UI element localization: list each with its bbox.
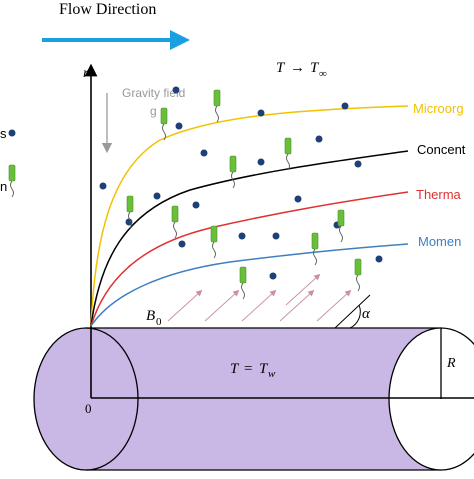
magnetic-arrow — [316, 289, 352, 322]
microorganism-curve — [90, 105, 409, 327]
microorganism — [160, 107, 168, 141]
nanoparticle-dot — [257, 109, 265, 117]
nanoparticle-dot — [341, 102, 349, 110]
nanoparticle-dot — [153, 192, 161, 200]
boundary-layer-curves — [90, 105, 409, 327]
microorganism — [126, 195, 134, 229]
alpha-ray — [334, 294, 371, 329]
thermal-curve — [90, 191, 409, 327]
nanoparticles — [8, 86, 383, 280]
origin-label: 0 — [85, 401, 92, 416]
nanoparticle-dot — [294, 195, 302, 203]
legend-nanoparticle-fragment: s — [0, 126, 7, 141]
nanoparticle-dot — [178, 240, 186, 248]
thermal-label: Therma — [416, 187, 462, 202]
magnetic-field-arrows — [167, 273, 352, 322]
flow-direction-label: Flow Direction — [59, 1, 156, 18]
magnetic-B: B — [146, 308, 155, 324]
nanoparticle-dot — [99, 182, 107, 190]
alpha-arc — [349, 304, 361, 329]
momentum-label: Momen — [418, 234, 461, 249]
nanoparticle-dot — [125, 218, 133, 226]
microorganism — [210, 225, 218, 259]
magnetic-arrow — [241, 289, 277, 322]
nanoparticle-dot — [172, 86, 180, 94]
wall-Tw: T — [259, 361, 269, 377]
r-axis-label: r — [83, 66, 89, 81]
far-temp-arrow: → — [290, 60, 305, 76]
microorganism — [8, 164, 16, 198]
microorganism — [311, 232, 319, 266]
nanoparticle-dot — [200, 149, 208, 157]
radius-label: R — [446, 356, 456, 371]
magnetic-arrow — [279, 289, 315, 322]
nanoparticle-dot — [354, 160, 362, 168]
nanoparticle-dot — [238, 232, 246, 240]
far-temp-Tinf: T — [310, 60, 320, 76]
wall-temperature: T = T w — [230, 361, 276, 380]
wall-eq: = — [244, 361, 252, 377]
momentum-curve — [90, 243, 409, 327]
far-field-temperature: T → T ∞ — [276, 60, 327, 80]
magnetic-arrow — [204, 289, 240, 322]
microorganisms — [8, 89, 362, 300]
nanoparticle-dot — [315, 135, 323, 143]
microorganism-label: Microorg — [413, 101, 464, 116]
magnetic-arrow — [167, 289, 203, 322]
legend-microorganism-fragment: n — [0, 179, 7, 194]
magnetic-arrow — [285, 273, 321, 306]
wall-T: T — [230, 361, 240, 377]
microorganism — [171, 205, 179, 239]
microorganism — [229, 155, 237, 189]
microorganism — [284, 137, 292, 171]
nanoparticle-dot — [8, 129, 16, 137]
nanoparticle-dot — [257, 158, 265, 166]
magnetic-sub: 0 — [156, 316, 162, 328]
nanoparticle-dot — [375, 255, 383, 263]
microorganism — [239, 266, 247, 300]
magnetic-field-label: B 0 — [146, 308, 162, 328]
nanoparticle-dot — [272, 232, 280, 240]
cylinder-left-cap — [33, 327, 139, 471]
microorganism — [354, 258, 362, 292]
gravity-g-label: g — [150, 104, 157, 118]
wall-sub: w — [268, 368, 276, 380]
nanoparticle-dot — [269, 272, 277, 280]
cylinder — [33, 327, 474, 471]
concentration-curve — [90, 150, 409, 327]
nanoparticle-dot — [175, 122, 183, 130]
cylinder-body — [86, 328, 441, 470]
far-temp-inf-sub: ∞ — [319, 68, 327, 80]
nanoparticle-dot — [192, 201, 200, 209]
alpha-label: α — [362, 306, 371, 322]
gravity-field-label: Gravity field — [122, 86, 185, 100]
concentration-label: Concent — [417, 142, 466, 157]
far-temp-T: T — [276, 60, 286, 76]
microorganism — [337, 209, 345, 243]
microorganism — [213, 89, 221, 123]
